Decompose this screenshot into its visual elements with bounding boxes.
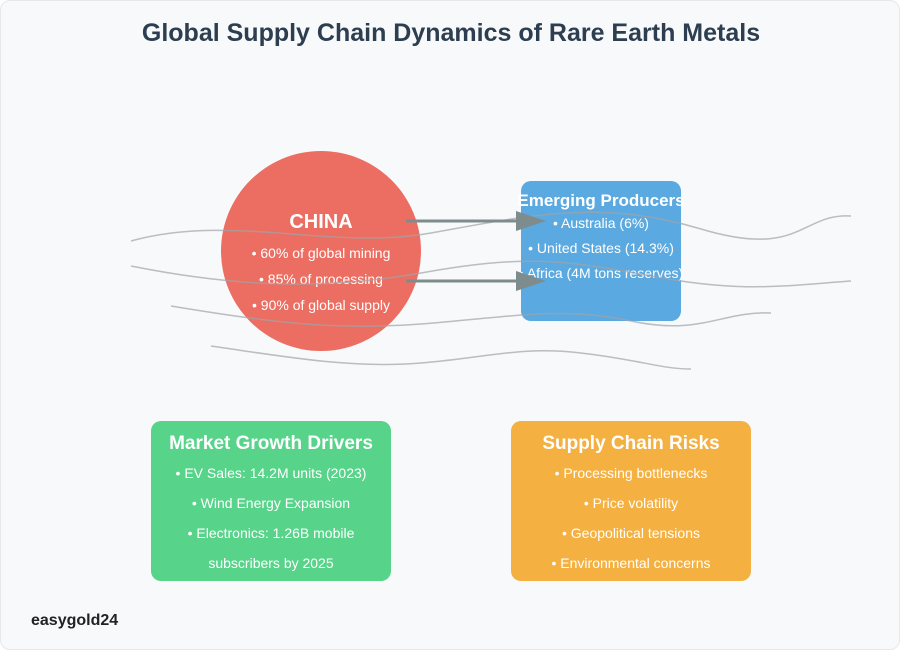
emerging-producers-node: Emerging Producers • Australia (6%) • Un… [517, 181, 685, 321]
risks-heading: Supply Chain Risks [542, 433, 720, 454]
growth-item: • Wind Energy Expansion [191, 495, 351, 511]
brand-label: easygold24 [31, 612, 119, 629]
growth-item: • Electronics: 1.26B mobile [187, 525, 355, 541]
china-node: CHINA • 60% of global mining • 85% of pr… [221, 151, 421, 351]
flow-wave [210, 345, 692, 370]
growth-item: • EV Sales: 14.2M units (2023) [175, 465, 367, 481]
china-item: • 60% of global mining [251, 245, 391, 261]
risks-item: • Price volatility [583, 495, 679, 511]
supply-risks-node: Supply Chain Risks • Processing bottlene… [511, 421, 751, 581]
emerging-item: • United States (14.3%) [528, 240, 674, 256]
emerging-item: • Africa (4M tons reserves) [518, 265, 684, 281]
china-heading: CHINA [289, 211, 353, 233]
page-title: Global Supply Chain Dynamics of Rare Ear… [141, 19, 761, 47]
emerging-item: • Australia (6%) [553, 215, 649, 231]
market-growth-node: Market Growth Drivers • EV Sales: 14.2M … [151, 421, 391, 581]
risks-item: • Environmental concerns [551, 555, 711, 571]
china-item: • 85% of processing [259, 271, 383, 287]
risks-item: • Processing bottlenecks [554, 465, 708, 481]
china-item: • 90% of global supply [252, 297, 390, 313]
growth-heading: Market Growth Drivers [169, 433, 373, 454]
risks-item: • Geopolitical tensions [562, 525, 700, 541]
growth-item: subscribers by 2025 [208, 555, 334, 571]
emerging-heading: Emerging Producers [517, 191, 685, 210]
